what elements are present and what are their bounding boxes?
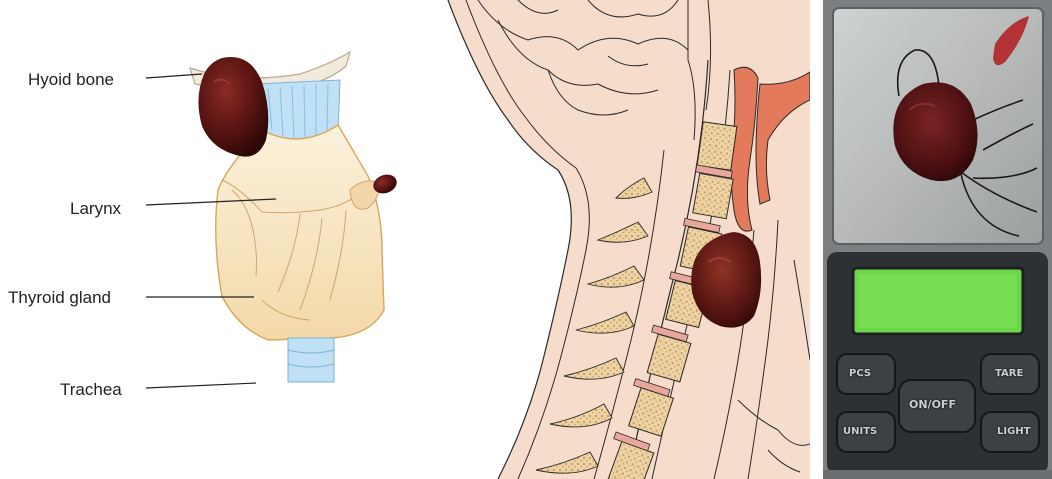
sagittal-neck-section-panel <box>438 0 810 479</box>
pharynx-airway <box>731 67 758 231</box>
onoff-button-label: ON/OFF <box>909 398 956 411</box>
hyoid-bone-label: Hyoid bone <box>28 70 114 90</box>
anatomy-schematic-panel: Hyoid bone Larynx Thyroid gland Trachea <box>0 0 430 479</box>
outside-air-region <box>438 0 571 479</box>
tissue-mass <box>198 57 268 157</box>
larynx-label: Larynx <box>70 199 121 219</box>
tare-button-label: TARE <box>995 368 1023 379</box>
thyroid-gland-label: Thyroid gland <box>8 288 111 308</box>
pcs-button-label: PCS <box>849 368 871 379</box>
thyroid-gland-shape <box>216 125 384 340</box>
trachea-shape <box>288 338 334 382</box>
trachea-leader-line <box>146 383 256 388</box>
trachea-label: Trachea <box>60 380 122 400</box>
scale-photo-panel: PCS TARE ON/OFF UNITS LIGHT <box>823 0 1052 479</box>
light-button-label: LIGHT <box>997 426 1031 437</box>
sagittal-neck-drawing <box>438 0 810 479</box>
units-button-label: UNITS <box>843 426 877 437</box>
